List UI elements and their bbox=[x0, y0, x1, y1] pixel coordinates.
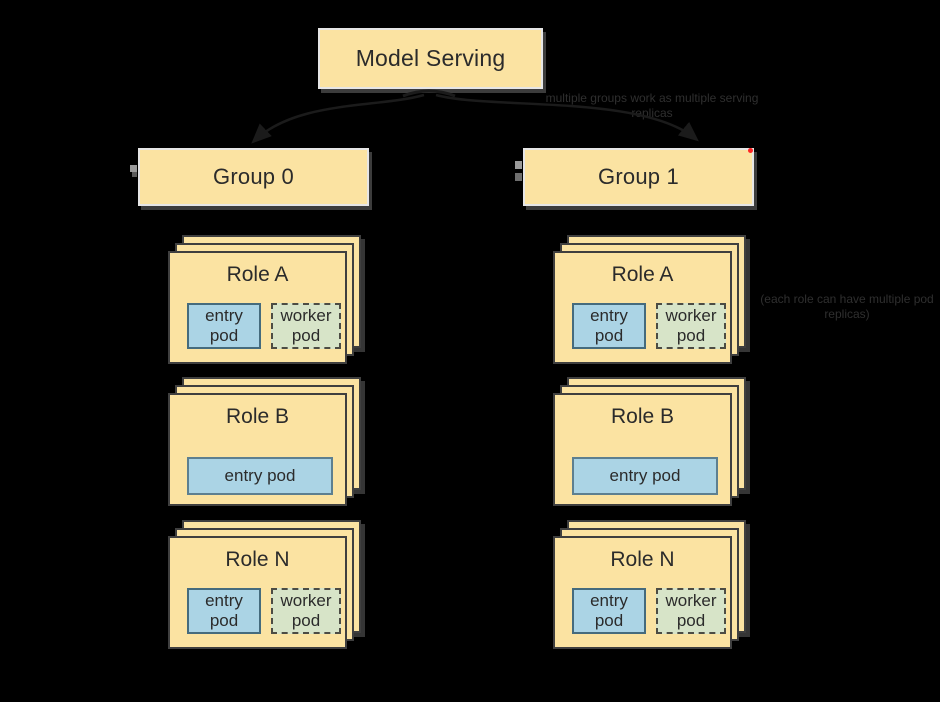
role-card: Role A entry pod worker pod bbox=[553, 251, 732, 364]
connection-handle bbox=[515, 161, 522, 169]
worker-pod: worker pod bbox=[271, 303, 341, 349]
role-card: Role B entry pod bbox=[168, 393, 347, 506]
pod-label: entry pod bbox=[609, 466, 681, 485]
role-card: Role N entry pod worker pod bbox=[168, 536, 347, 649]
role-title: Role B bbox=[610, 405, 675, 428]
connection-handle bbox=[515, 173, 522, 181]
role-n-stack-group1: Role N entry pod worker pod bbox=[553, 520, 746, 649]
pod-label: entry pod bbox=[205, 306, 243, 345]
roles-annotation: (each role can have multiple pod replica… bbox=[757, 292, 937, 322]
groups-annotation: multiple groups work as multiple serving… bbox=[521, 91, 783, 121]
role-b-stack-group0: Role B entry pod bbox=[168, 377, 361, 506]
group-0-label: Group 0 bbox=[213, 164, 294, 189]
pod-label: entry pod bbox=[224, 466, 296, 485]
roles-annotation-line2: replicas) bbox=[824, 307, 870, 321]
role-title: Role B bbox=[225, 405, 290, 428]
pod-label: entry pod bbox=[205, 591, 243, 630]
entry-pod: entry pod bbox=[187, 303, 261, 349]
role-title: Role N bbox=[225, 548, 290, 571]
worker-pod: worker pod bbox=[271, 588, 341, 634]
model-serving-label: Model Serving bbox=[355, 45, 506, 71]
entry-pod: entry pod bbox=[187, 588, 261, 634]
entry-pod: entry pod bbox=[572, 303, 646, 349]
group-1-label: Group 1 bbox=[598, 164, 679, 189]
entry-pod: entry pod bbox=[187, 457, 333, 495]
pod-label: worker pod bbox=[665, 591, 717, 630]
pod-label: worker pod bbox=[280, 591, 332, 630]
role-card: Role A entry pod worker pod bbox=[168, 251, 347, 364]
brace-curve bbox=[402, 89, 456, 98]
group-0-box: Group 0 bbox=[138, 148, 369, 206]
role-title: Role N bbox=[610, 548, 675, 571]
connection-handle bbox=[132, 172, 137, 177]
pod-label: entry pod bbox=[590, 306, 628, 345]
arrow-to-group0 bbox=[251, 93, 425, 144]
model-serving-box: Model Serving bbox=[318, 28, 543, 89]
role-title: Role A bbox=[611, 263, 674, 286]
role-a-stack-group0: Role A entry pod worker pod bbox=[168, 235, 361, 364]
group-1-box: Group 1 bbox=[523, 148, 754, 206]
connection-handle bbox=[130, 165, 137, 172]
pod-label: worker pod bbox=[280, 306, 332, 345]
role-card: Role B entry pod bbox=[553, 393, 732, 506]
entry-pod: entry pod bbox=[572, 457, 718, 495]
entry-pod: entry pod bbox=[572, 588, 646, 634]
worker-pod: worker pod bbox=[656, 303, 726, 349]
groups-annotation-line2: replicas bbox=[631, 106, 673, 120]
roles-annotation-line1: (each role can have multiple pod bbox=[760, 292, 934, 306]
role-n-stack-group0: Role N entry pod worker pod bbox=[168, 520, 361, 649]
pod-label: worker pod bbox=[665, 306, 717, 345]
worker-pod: worker pod bbox=[656, 588, 726, 634]
role-b-stack-group1: Role B entry pod bbox=[553, 377, 746, 506]
role-card: Role N entry pod worker pod bbox=[553, 536, 732, 649]
red-connection-dot bbox=[748, 148, 753, 153]
groups-annotation-line1: multiple groups work as multiple serving bbox=[545, 91, 759, 105]
role-a-stack-group1: Role A entry pod worker pod bbox=[553, 235, 746, 364]
role-title: Role A bbox=[226, 263, 289, 286]
pod-label: entry pod bbox=[590, 591, 628, 630]
